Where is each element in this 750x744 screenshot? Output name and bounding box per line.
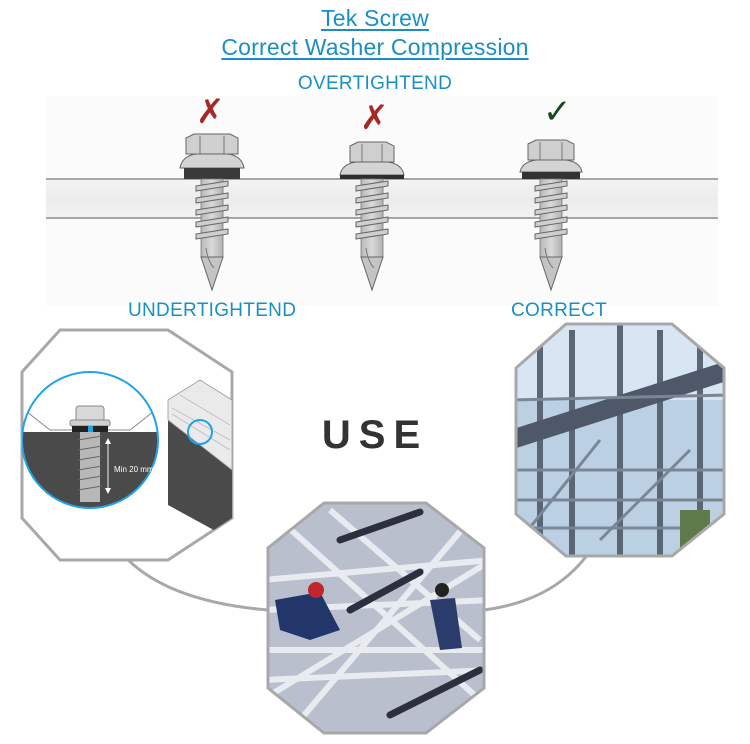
- screw-overtightened: [339, 141, 405, 292]
- hex-panel-space-truss: [266, 501, 486, 735]
- cross-mark-icon: ✗: [360, 98, 389, 138]
- screw-undertightened: [179, 133, 245, 292]
- label-undertightened: UNDERTIGHTEND: [128, 300, 297, 321]
- title-tek-screw[interactable]: Tek Screw: [321, 5, 429, 31]
- min-depth-annotation: Min 20 mm: [114, 465, 154, 474]
- worker-left: [275, 582, 340, 640]
- label-overtightened: OVERTIGHTEND: [297, 73, 453, 94]
- label-correct: CORRECT: [511, 300, 608, 321]
- cross-mark-icon: ✗: [196, 92, 225, 132]
- worker-right: [430, 583, 462, 650]
- title-washer-compression[interactable]: Correct Washer Compression: [221, 34, 529, 60]
- check-mark-icon: ✓: [543, 92, 572, 132]
- hex-panel-roof-detail: Min 20 mm: [20, 328, 234, 562]
- screw-correct: [519, 139, 583, 292]
- use-heading: USE: [321, 413, 429, 457]
